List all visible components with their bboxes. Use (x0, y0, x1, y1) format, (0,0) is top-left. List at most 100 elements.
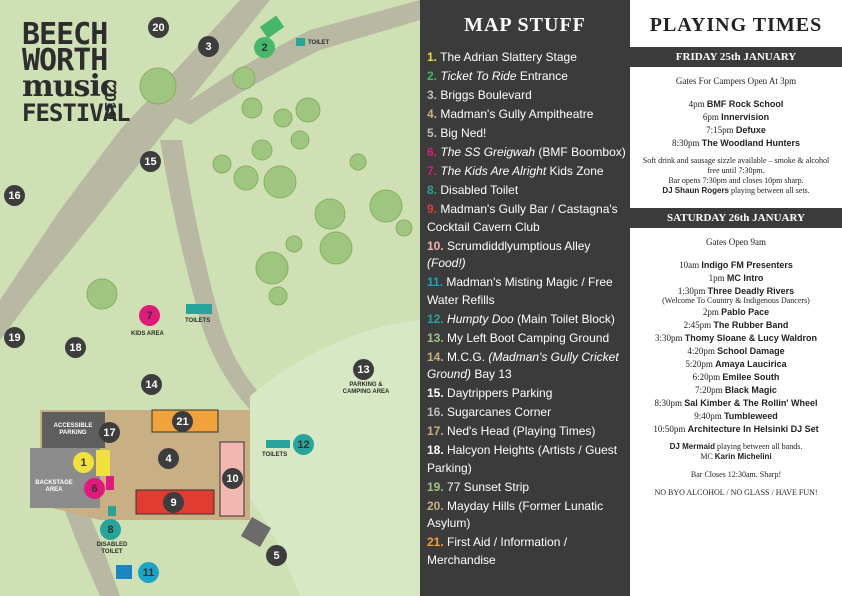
act-time: 2:45pm (683, 320, 712, 330)
saturday-header: SATURDAY 26th JANUARY (630, 208, 842, 228)
act-time: 8:30pm (654, 398, 683, 408)
map-pin-16[interactable]: 16 (4, 185, 25, 206)
legend-item[interactable]: 19. 77 Sunset Strip (427, 479, 626, 497)
act-time: 8:30pm (671, 138, 700, 148)
saturday-dj-name: DJ Mermaid (669, 442, 716, 451)
act-time: 7:20pm (695, 385, 723, 395)
legend-item[interactable]: 6. The SS Greigwah (BMF Boombox) (427, 144, 626, 162)
logo-year: 2019 (101, 84, 118, 120)
logo-line-1: BEECH (22, 17, 108, 52)
map-pin-19[interactable]: 19 (4, 327, 25, 348)
legend-item-label: Briggs Boulevard (440, 88, 532, 102)
map-pin-10[interactable]: 10 (222, 468, 243, 489)
legend-item[interactable]: 12. Humpty Doo (Main Toilet Block) (427, 311, 626, 329)
legend-item[interactable]: 17. Ned's Head (Playing Times) (427, 423, 626, 441)
map-pin-1[interactable]: 1 (73, 452, 94, 473)
legend-item-number: 12. (427, 311, 444, 326)
legend-item[interactable]: 3. Briggs Boulevard (427, 87, 626, 105)
map-pin-3[interactable]: 3 (198, 36, 219, 57)
act-time: 4pm (688, 99, 705, 109)
friday-note-2: Bar opens 7:30pm and closes 10pm sharp. (668, 176, 804, 185)
act-time: 10:50pm (653, 424, 686, 434)
legend-item[interactable]: 7. The Kids Are Alright Kids Zone (427, 163, 626, 181)
map-pin-8[interactable]: 8 (100, 519, 121, 540)
act-row: 5:20pm Amaya Laucirica (630, 358, 842, 371)
legend-item[interactable]: 8. Disabled Toilet (427, 182, 626, 200)
times-title: PLAYING TIMES (649, 14, 823, 36)
map-pin-12[interactable]: 12 (293, 434, 314, 455)
friday-dj: DJ Shaun Rogers playing between all sets… (630, 186, 842, 196)
legend-item[interactable]: 13. My Left Boot Camping Ground (427, 330, 626, 348)
legend-item[interactable]: 15. Daytrippers Parking (427, 385, 626, 403)
water-icon (116, 565, 132, 579)
boombox-block (106, 476, 114, 490)
toilet-top-label: TOILET (308, 40, 330, 46)
legend-item-number: 20. (427, 498, 444, 513)
map-pin-9[interactable]: 9 (163, 492, 184, 513)
legend-item[interactable]: 14. M.C.G. (Madman's Gully Cricket Groun… (427, 349, 626, 384)
disabled-toilet-label: DISABLED TOILET (96, 542, 128, 555)
act-name: The Rubber Band (713, 320, 789, 330)
legend-item-label: First Aid / Information / Merchandise (427, 535, 568, 567)
act-row: 2pm Pablo Pace (630, 306, 842, 319)
logo-line-3: music (22, 69, 118, 104)
toilets-mid-icon (186, 304, 212, 314)
map-pin-17[interactable]: 17 (99, 422, 120, 443)
legend-item-number: 8. (427, 183, 438, 197)
legend-item[interactable]: 21. First Aid / Information / Merchandis… (427, 534, 626, 569)
legend-item[interactable]: 1. The Adrian Slattery Stage (427, 49, 626, 67)
legend-item-number: 5. (427, 126, 438, 140)
legend-item[interactable]: 4. Madman's Gully Ampitheatre (427, 106, 626, 124)
act-row: 6pm Innervision (630, 111, 842, 124)
accessible-parking-label: ACCESSIBLE PARKING (53, 423, 93, 436)
act-row: 4:20pm School Damage (630, 345, 842, 358)
legend-item-number: 6. (427, 145, 438, 159)
map-pin-21[interactable]: 21 (172, 411, 193, 432)
legend-item[interactable]: 20. Mayday Hills (Former Lunatic Asylum) (427, 498, 626, 533)
map-pin-2[interactable]: 2 (254, 37, 275, 58)
legend-item-number: 17. (427, 424, 444, 438)
legend-item-number: 2. (427, 69, 438, 83)
legend-item-label: Sugarcanes Corner (447, 405, 552, 419)
camping-hill (250, 320, 420, 596)
legend-item[interactable]: 11. Madman's Misting Magic / Free Water … (427, 274, 626, 309)
map-pin-18[interactable]: 18 (65, 337, 86, 358)
map-pin-6[interactable]: 6 (84, 478, 105, 499)
act-row: 6:20pm Emilee South (630, 371, 842, 384)
act-row: 4pm BMF Rock School (630, 98, 842, 111)
act-name: Emilee South (722, 372, 780, 382)
act-time: 10am (679, 260, 700, 270)
legend-item[interactable]: 2. Ticket To Ride Entrance (427, 68, 626, 86)
friday-header: FRIDAY 25th JANUARY (630, 47, 842, 67)
friday-note-1: Soft drink and sausage sizzle available … (642, 156, 830, 175)
map-pin-20[interactable]: 20 (148, 17, 169, 38)
toilet-top-icon (296, 38, 305, 46)
legend-item[interactable]: 5. Big Ned! (427, 125, 626, 143)
legend-item-label: Mayday Hills (Former Lunatic Asylum) (427, 498, 604, 531)
festival-map: BEECH WORTH music FESTIVAL 2019 20 3 2 1… (0, 0, 420, 596)
legend-item[interactable]: 16. Sugarcanes Corner (427, 404, 626, 422)
legend-item-number: 21. (427, 535, 444, 549)
act-row: 7:20pm Black Magic (630, 384, 842, 397)
playing-times-panel: PLAYING TIMES FRIDAY 25th JANUARY Gates … (630, 0, 842, 596)
legend-item[interactable]: 18. Halcyon Heights (Artists / Guest Par… (427, 442, 626, 477)
legend-item-label: Halcyon Heights (Artists / Guest Parking… (427, 443, 618, 475)
map-pin-11[interactable]: 11 (138, 562, 159, 583)
legend-item-label: Madman's Gully Bar / Castagna's Cocktail… (427, 202, 618, 234)
map-pin-14[interactable]: 14 (141, 374, 162, 395)
map-pin-7[interactable]: 7 (139, 305, 160, 326)
map-pin-13[interactable]: 13 (353, 359, 374, 380)
toilets-mid-label: TOILETS (185, 318, 211, 324)
map-pin-15[interactable]: 15 (140, 151, 161, 172)
entrance-gate-icon (259, 15, 285, 39)
map-pin-5[interactable]: 5 (266, 545, 287, 566)
festival-logo: BEECH WORTH music FESTIVAL (22, 17, 131, 127)
legend-item-label: The SS Greigwah (BMF Boombox) (440, 145, 626, 159)
legend-item-number: 3. (427, 88, 438, 102)
legend-item[interactable]: 9. Madman's Gully Bar / Castagna's Cockt… (427, 201, 626, 236)
legend-item-label: 77 Sunset Strip (447, 479, 530, 494)
map-pin-4[interactable]: 4 (158, 448, 179, 469)
legend-item[interactable]: 10. Scrumdiddlyumptious Alley (Food!) (427, 238, 626, 273)
logo-line-4: FESTIVAL (22, 99, 131, 127)
